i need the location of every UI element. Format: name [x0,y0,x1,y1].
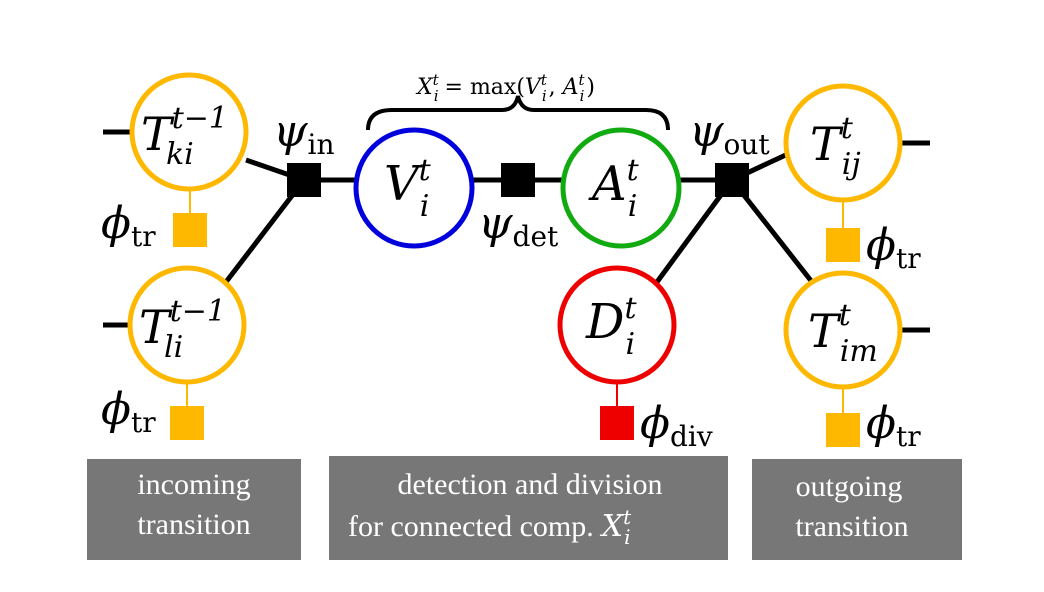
node-v-sub: i [420,189,430,224]
variable-nodes [127,72,903,390]
brace-comma: , [549,75,563,100]
panel-incoming [87,459,301,560]
brace-lhs-sup: t [433,71,440,89]
panel-incoming-line1: incoming [137,468,250,501]
label-psi-out: ψout [689,106,770,161]
panel-outgoing-line1: outgoing [796,470,903,503]
node-d [557,265,677,385]
node-t-ij-sup: t [841,111,854,146]
brace-arg2-sub: i [580,87,585,105]
label-phi-div-sym: ϕ [640,398,670,449]
label-phi-tr-t-ki: ϕtr [101,198,156,253]
label-phi-tr-sub: tr [896,242,921,275]
node-t-im-sup: t [839,298,852,333]
factor-phi-tr-t-im [826,413,860,447]
label-psi-in-sub: in [308,128,335,161]
unary-connectors [186,189,844,413]
node-t-ij [783,83,903,203]
node-t-ki-var: T [141,107,175,161]
node-a-sub: i [628,189,638,224]
factor-phi-tr-t-ki [173,213,207,247]
label-phi-tr-sub: tr [131,406,156,439]
brace-lhs-sub: i [434,87,439,105]
label-phi-tr-t-im: ϕtr [866,398,921,453]
panel-detection-var: X [600,509,625,544]
brace-arg1-sup: t [541,71,548,89]
panel-outgoing-line2: transition [795,510,908,543]
factor-squares [170,163,860,447]
node-t-ki-sup: t−1 [172,101,228,136]
label-phi-div: ϕdiv [640,398,713,453]
node-a-var: A [588,156,627,212]
node-d-sup: t [624,291,637,326]
factor-phi-tr-t-ij [826,228,860,262]
label-phi-tr-sym: ϕ [866,220,896,271]
node-t-im [783,270,903,390]
panel-detection-line2-text: for connected comp. [348,510,594,543]
brace-close: ) [586,75,595,100]
label-phi-div-sub: div [670,420,713,453]
panel-detection-sub: i [624,525,630,549]
panel-incoming-line2: transition [137,508,250,541]
node-t-im-var: T [808,304,842,358]
node-v [353,127,475,249]
brace-arg1-sub: i [542,87,547,105]
factor-psi-in [287,163,321,197]
node-d-sub: i [626,327,636,362]
label-phi-tr-sym: ϕ [866,398,896,449]
panel-detection-line1: detection and division [398,468,663,501]
label-psi-in: ψin [273,106,335,161]
label-psi-det-sym: ψ [478,198,513,249]
panel-outgoing [752,459,962,560]
node-v-var: V [384,156,423,212]
brace-lhs-var: X [415,75,434,100]
panel-detection-sup: t [623,505,632,529]
brace-arg2-sup: t [579,71,586,89]
label-phi-tr-sym: ϕ [101,384,131,435]
label-psi-det-sub: det [513,220,559,253]
brace-eq-max: = max( [445,75,525,100]
label-phi-tr-sub: tr [896,420,921,453]
label-psi-det: ψdet [478,198,559,253]
node-a [560,127,682,249]
node-t-li-sub: li [164,330,183,365]
label-psi-out-sym: ψ [689,106,724,157]
panel-detection [329,456,728,560]
label-psi-out-sub: out [724,128,771,161]
factor-psi-out [715,163,749,197]
node-t-li-var: T [139,300,173,354]
node-a-sup: t [627,153,640,188]
factor-phi-div [600,406,634,440]
node-t-ij-var: T [810,117,844,171]
node-t-ij-sub: ij [842,147,861,182]
brace-arg2-var: A [561,75,579,100]
node-t-li-sup: t−1 [170,294,226,329]
node-t-ki-sub: ki [166,137,194,172]
factor-psi-det [501,163,535,197]
label-phi-tr-t-li: ϕtr [101,384,156,439]
brace [366,95,670,131]
label-phi-tr-sub: tr [131,220,156,253]
label-phi-tr-sym: ϕ [101,198,131,249]
node-d-var: D [585,294,624,350]
label-phi-tr-t-ij: ϕtr [866,220,921,275]
node-t-li [127,265,247,385]
node-t-im-sub: im [840,334,878,369]
brace-arg1-var: V [525,75,543,100]
node-v-sup: t [419,153,432,188]
label-psi-in-sym: ψ [273,106,308,157]
factor-phi-tr-t-li [170,406,204,440]
node-t-ki [129,72,249,192]
